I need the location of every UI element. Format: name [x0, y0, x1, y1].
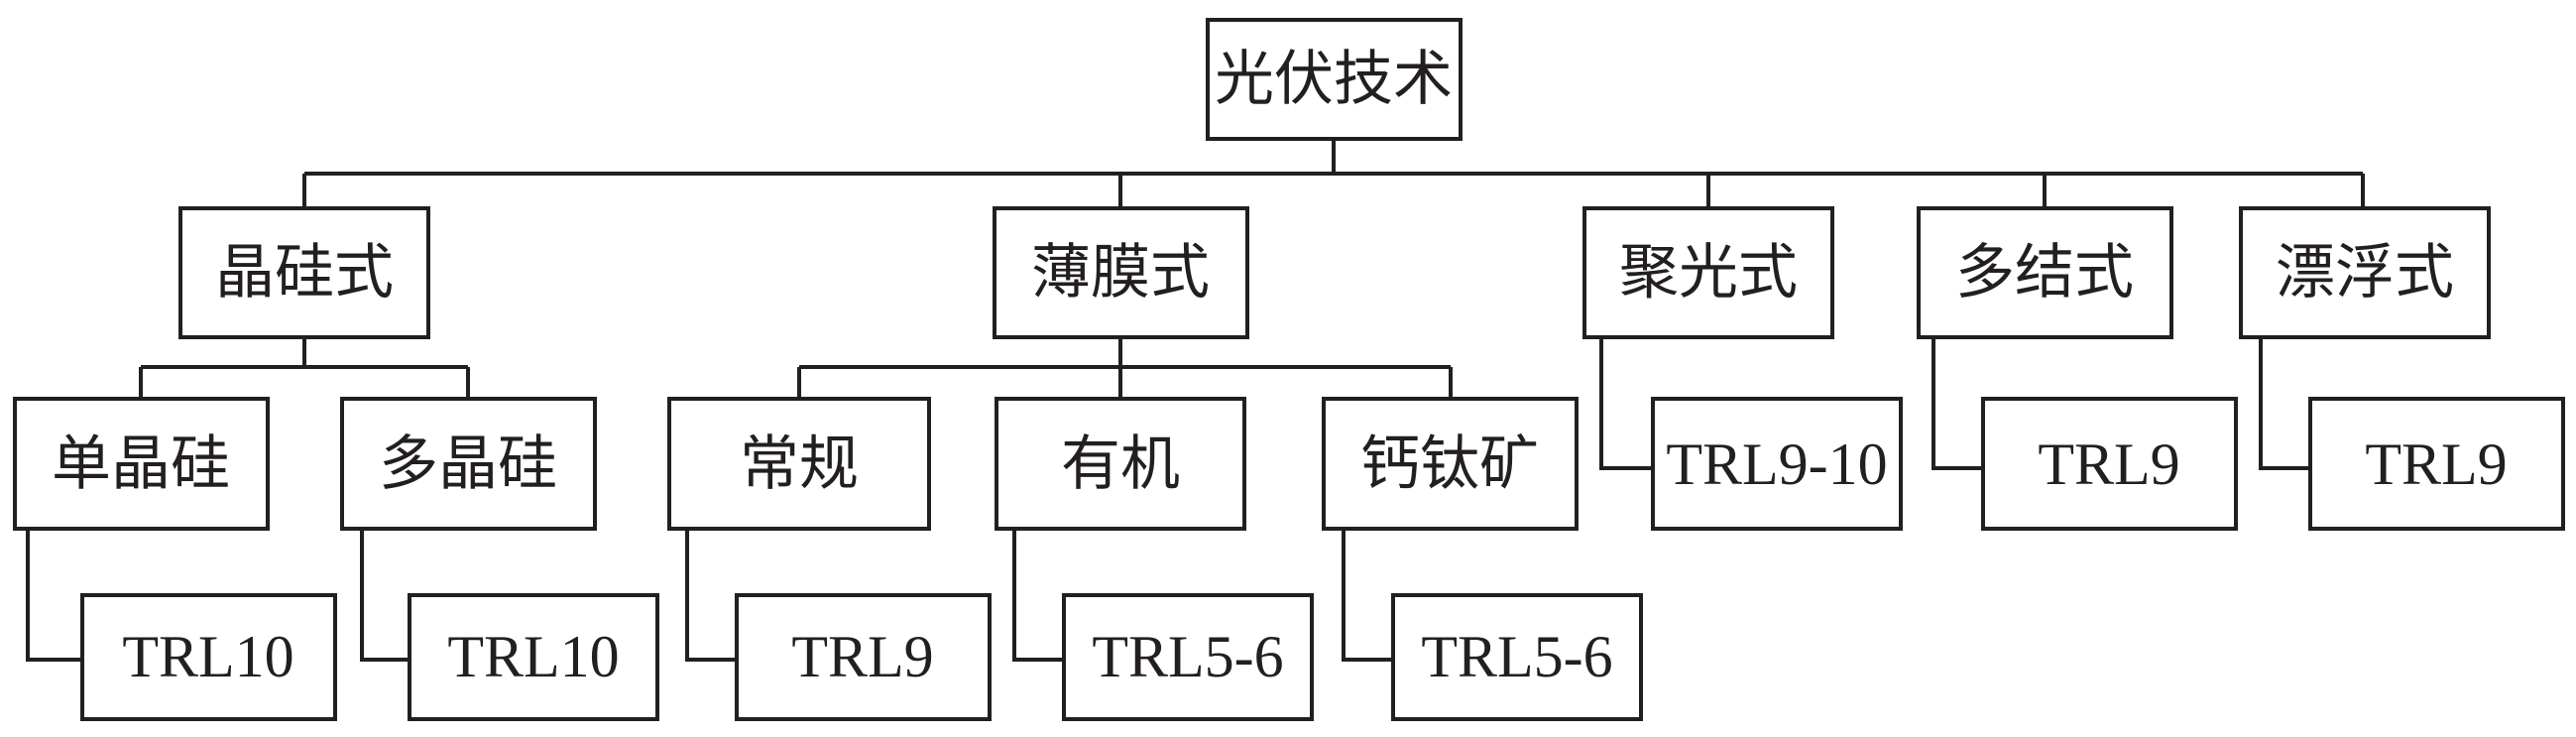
elbow-floating-trl [2259, 337, 2310, 470]
leaf-organic-label: 有机 [1061, 430, 1180, 499]
elbow-organic-trl [1012, 529, 1064, 662]
elbow-mono-trl [26, 529, 82, 662]
trl-conventional-label: TRL9 [791, 624, 933, 689]
branch-concentrator-label: 聚光式 [1619, 238, 1798, 307]
trl-conventional: TRL9 [735, 593, 992, 721]
branch-thinfilm-label: 薄膜式 [1031, 238, 1210, 307]
leaf-conventional-label: 常规 [740, 430, 859, 499]
connectors [26, 139, 2365, 662]
trl-floating-label: TRL9 [2365, 431, 2507, 497]
trl-mono-label: TRL10 [122, 624, 293, 689]
trl-organic: TRL5-6 [1062, 593, 1314, 721]
root-node: 光伏技术 [1206, 18, 1463, 141]
trl-floating: TRL9 [2308, 397, 2565, 531]
branch-floating-label: 漂浮式 [2276, 238, 2454, 307]
trl-organic-label: TRL5-6 [1092, 624, 1283, 689]
elbow-perovskite-trl [1342, 529, 1393, 662]
leaf-mono-label: 单晶硅 [52, 430, 230, 499]
branch-multijunction: 多结式 [1917, 206, 2173, 339]
elbow-multijunction-trl [1932, 337, 1983, 470]
trl-mono: TRL10 [80, 593, 337, 721]
branch-crystalline-label: 晶硅式 [215, 238, 394, 307]
trl-concentrator-label: TRL9-10 [1666, 431, 1887, 497]
leaf-organic: 有机 [995, 397, 1246, 531]
branch-crystalline: 晶硅式 [178, 206, 430, 339]
leaf-mono: 单晶硅 [13, 397, 270, 531]
trl-multijunction: TRL9 [1981, 397, 2238, 531]
branch-multijunction-label: 多结式 [1955, 238, 2134, 307]
trl-poly: TRL10 [408, 593, 659, 721]
leaf-perovskite-label: 钙钛矿 [1360, 430, 1539, 499]
branch-concentrator: 聚光式 [1582, 206, 1834, 339]
trl-perovskite-label: TRL5-6 [1421, 624, 1612, 689]
trl-concentrator: TRL9-10 [1651, 397, 1903, 531]
leaf-conventional: 常规 [667, 397, 931, 531]
branch-thinfilm: 薄膜式 [993, 206, 1249, 339]
leaf-perovskite: 钙钛矿 [1322, 397, 1579, 531]
trl-perovskite: TRL5-6 [1391, 593, 1643, 721]
trl-poly-label: TRL10 [447, 624, 619, 689]
elbow-poly-trl [360, 529, 410, 662]
trl-multijunction-label: TRL9 [2038, 431, 2179, 497]
leaf-poly: 多晶硅 [340, 397, 597, 531]
elbow-concentrator-trl [1599, 337, 1653, 470]
root-label: 光伏技术 [1215, 45, 1453, 114]
branch-floating: 漂浮式 [2239, 206, 2491, 339]
leaf-poly-label: 多晶硅 [379, 430, 557, 499]
elbow-conventional-trl [685, 529, 737, 662]
